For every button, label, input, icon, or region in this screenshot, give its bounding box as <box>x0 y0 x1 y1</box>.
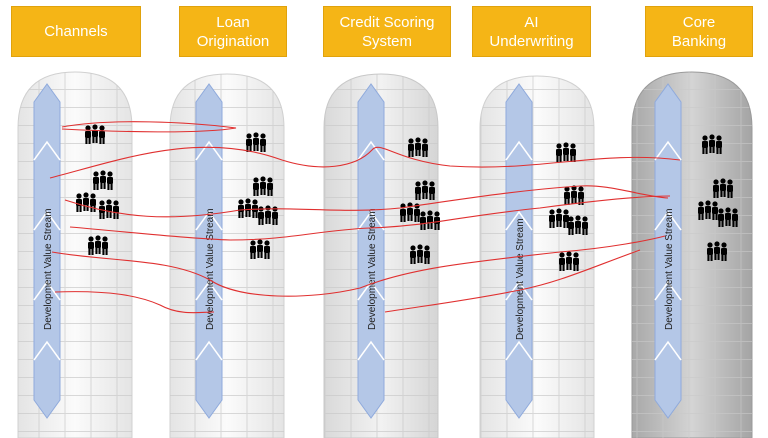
connection-line <box>61 121 237 133</box>
silo-core-banking: Development Value Stream <box>631 71 753 438</box>
stream-label-channels: Development Value Stream <box>43 208 54 330</box>
stream-label-core-banking: Development Value Stream <box>664 208 675 330</box>
label-loan-origination: Loan Origination <box>179 6 287 57</box>
connection-line <box>51 235 666 297</box>
silo-ai-underwriting: Development Value Stream <box>479 75 595 438</box>
connection-line <box>49 146 681 179</box>
label-core-banking: Core Banking <box>645 6 753 57</box>
stream-label-credit-scoring: Development Value Stream <box>367 208 378 330</box>
label-channels: Channels <box>11 6 141 57</box>
connection-lines <box>49 121 681 314</box>
connection-line <box>54 291 215 314</box>
connection-line <box>69 195 671 241</box>
silo-loan-origination: Development Value Stream <box>169 73 285 438</box>
label-ai-underwriting: AI Underwriting <box>472 6 591 57</box>
label-credit-scoring-system: Credit Scoring System <box>323 6 451 57</box>
connection-line <box>64 185 669 218</box>
stream-label-ai-underwriting: Development Value Stream <box>515 218 526 340</box>
silo-credit-scoring-system: Development Value Stream <box>323 73 440 438</box>
stream-label-loan-origination: Development Value Stream <box>205 208 216 330</box>
connection-line <box>384 249 641 313</box>
